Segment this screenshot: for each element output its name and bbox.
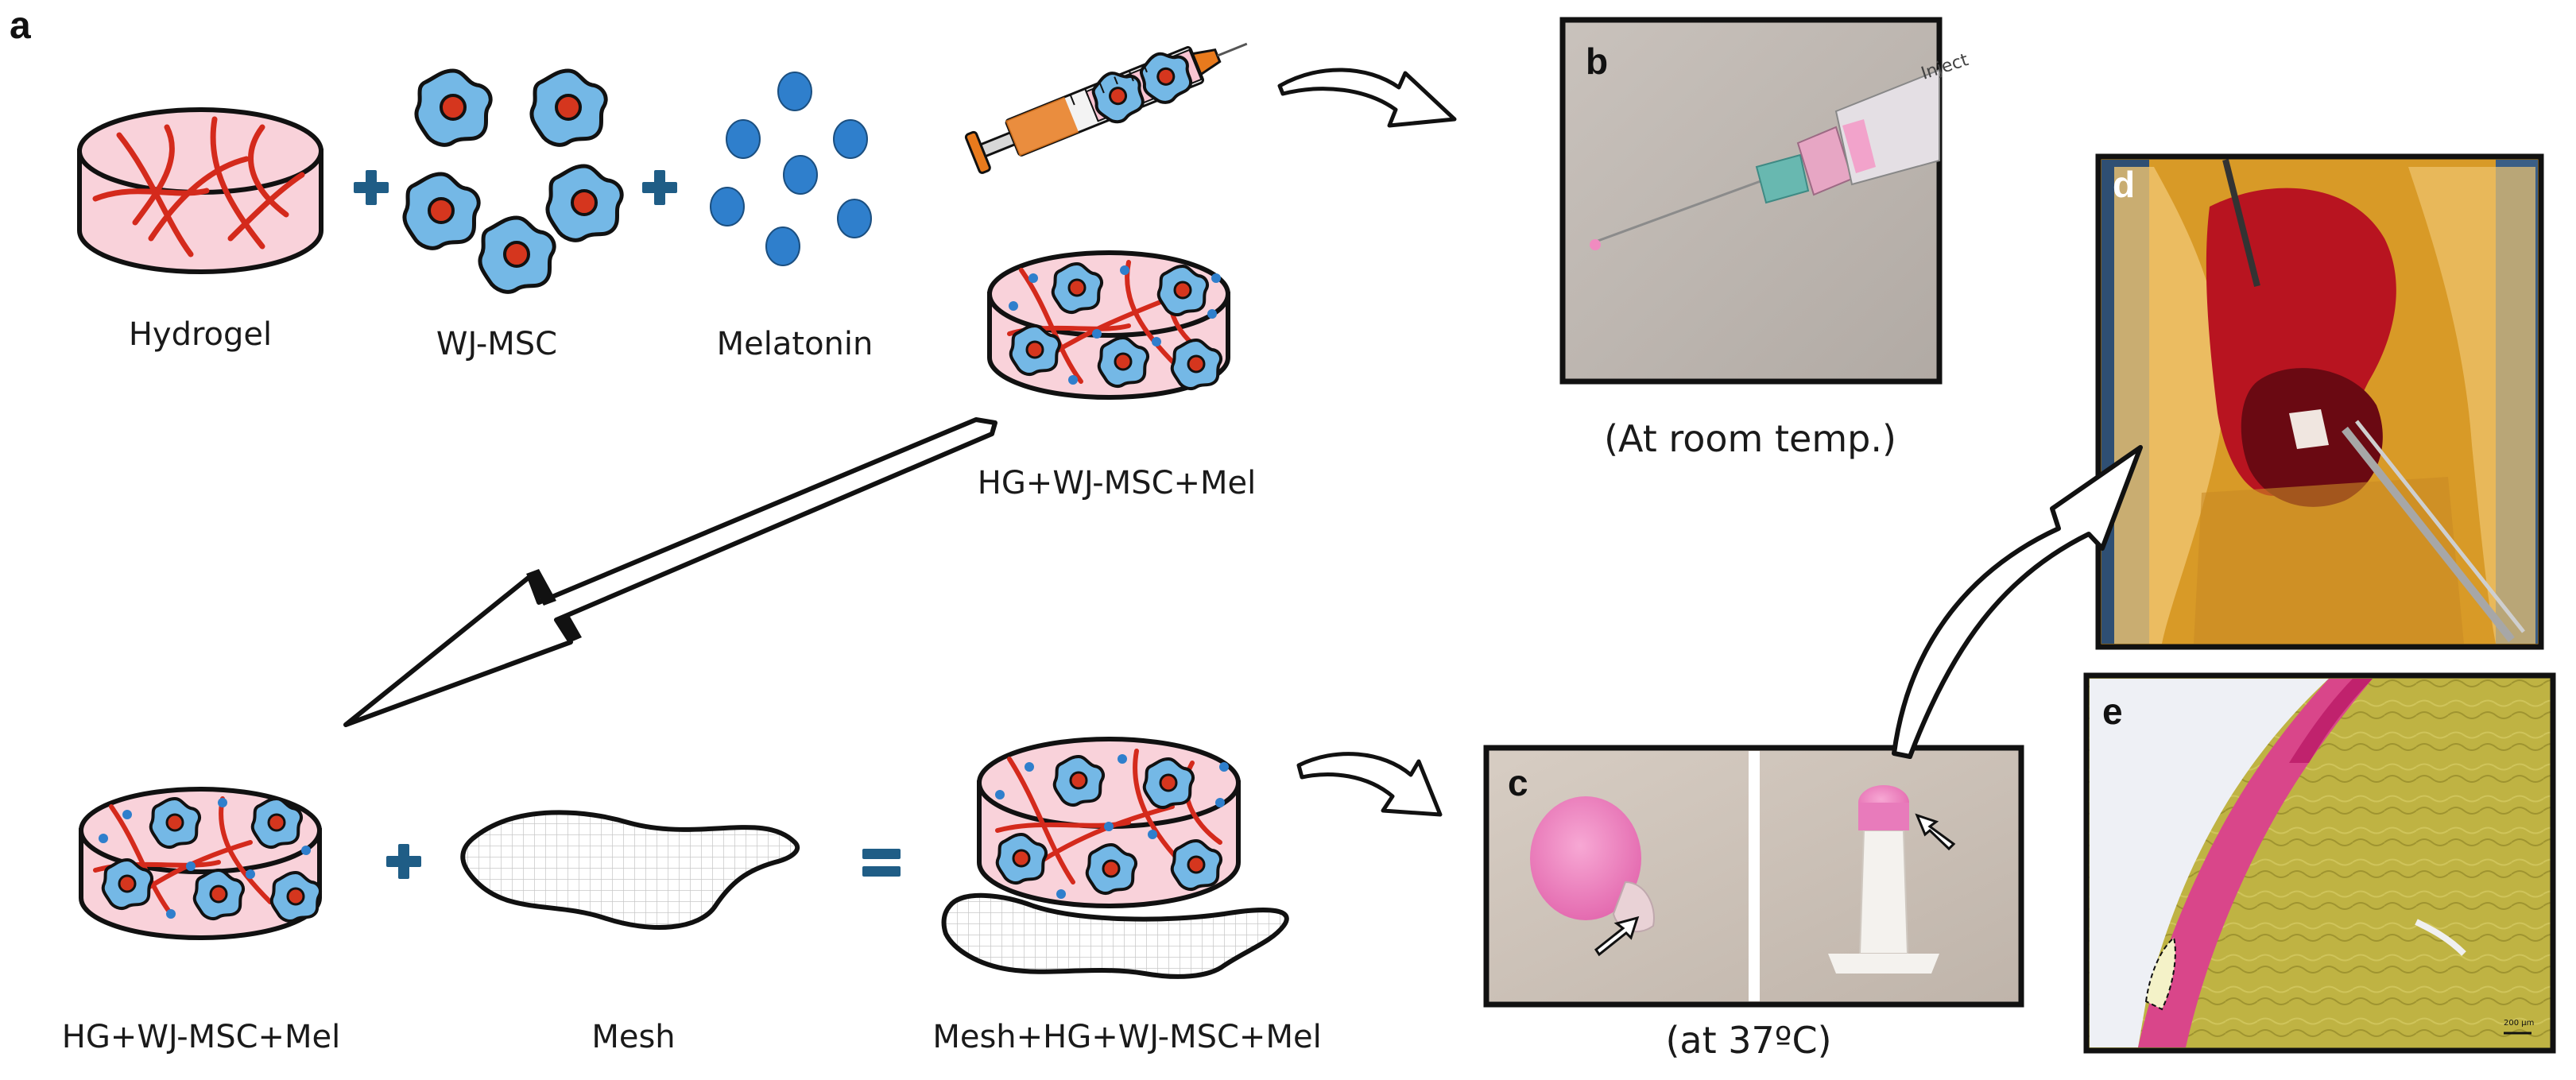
plus-operator [354, 170, 389, 205]
combined-dish-top [987, 250, 1230, 400]
curved-arrow-to-c [1296, 752, 1443, 817]
panel-label-a: a [10, 5, 31, 47]
curved-arrow-to-b [1277, 68, 1457, 128]
big-arrow-down-left [343, 417, 997, 727]
panel-label-c: c [1508, 762, 1528, 803]
hydrogel-dish [77, 107, 323, 274]
plus-operator [642, 170, 677, 205]
final-construct-label: Mesh+HG+WJ-MSC+Mel [932, 1019, 1322, 1055]
panel-label-d: d [2113, 164, 2136, 205]
arrow-c-to-d [1892, 445, 2143, 759]
melatonin-molecules [710, 72, 872, 266]
scale-bar-text: 200 µm [2504, 1019, 2534, 1028]
panel-b-photo [1559, 17, 1943, 385]
panel-e-photo [2083, 672, 2556, 1054]
panel-label-e: e [2102, 691, 2123, 732]
syringe-icon [964, 42, 1248, 174]
equals-operator [862, 849, 901, 877]
mesh-label: Mesh [591, 1019, 676, 1055]
room-temp-caption: (At room temp.) [1604, 417, 1896, 460]
hydrogel-fibers [92, 116, 305, 257]
body-temp-caption: (at 37ºC) [1665, 1019, 1832, 1062]
panel-d-photo [2095, 153, 2544, 650]
combined-dish-bottom [79, 787, 322, 940]
panel-c-photo [1483, 745, 2024, 1008]
combo-top-label: HG+WJ-MSC+Mel [977, 465, 1257, 501]
mesh-sheet [460, 810, 800, 930]
mesh-with-dish [941, 737, 1289, 979]
plus-operator [386, 844, 421, 879]
hydrogel-label: Hydrogel [128, 316, 273, 353]
panel-label-b: b [1586, 41, 1609, 82]
combo-bottom-label: HG+WJ-MSC+Mel [61, 1019, 341, 1055]
melatonin-label: Melatonin [716, 326, 874, 362]
wj-msc-label: WJ-MSC [436, 326, 558, 362]
wj-msc-cells [405, 71, 622, 292]
